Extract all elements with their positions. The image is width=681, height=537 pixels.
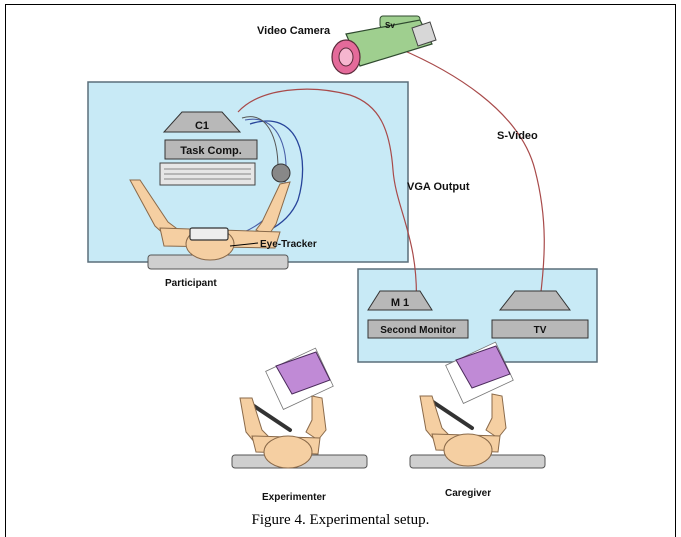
mouse-icon <box>271 163 291 183</box>
monitor-panel <box>357 268 598 363</box>
eye-tracker-device <box>189 227 229 241</box>
task-comp-label: Task Comp. <box>180 145 242 157</box>
participant-label: Participant <box>165 278 217 289</box>
vga-cable <box>237 88 418 311</box>
camera-tag-label: Sv <box>385 21 395 30</box>
caregiver-figure <box>409 341 546 469</box>
caregiver-label: Caregiver <box>445 488 491 499</box>
pen-icon <box>428 398 474 430</box>
figure-frame <box>5 4 676 537</box>
tv-box <box>491 319 589 339</box>
tv-icon <box>498 290 571 311</box>
tv-label: TV <box>534 325 547 336</box>
c1-label: C1 <box>195 120 209 132</box>
m1-label: M 1 <box>391 297 409 309</box>
eye-tracker-label: Eye-Tracker <box>260 239 317 250</box>
s-video-label: S-Video <box>497 130 538 142</box>
eye-tracker-pointer <box>229 242 259 247</box>
second-monitor-label: Second Monitor <box>380 325 456 336</box>
m1-monitor-icon <box>367 290 433 311</box>
second-monitor-box <box>367 319 469 339</box>
experimenter-figure <box>231 347 368 469</box>
s-video-cable <box>397 47 545 301</box>
vga-output-label: VGA Output <box>407 181 470 193</box>
video-camera-icon <box>331 15 437 75</box>
figure-caption: Figure 4. Experimental setup. <box>251 512 430 528</box>
c1-monitor-icon <box>162 111 242 133</box>
video-camera-label: Video Camera <box>257 25 331 37</box>
mouse-cable <box>241 116 279 169</box>
participant-figure <box>129 179 291 270</box>
experimenter-label: Experimenter <box>262 492 326 503</box>
task-comp-box <box>164 139 258 160</box>
